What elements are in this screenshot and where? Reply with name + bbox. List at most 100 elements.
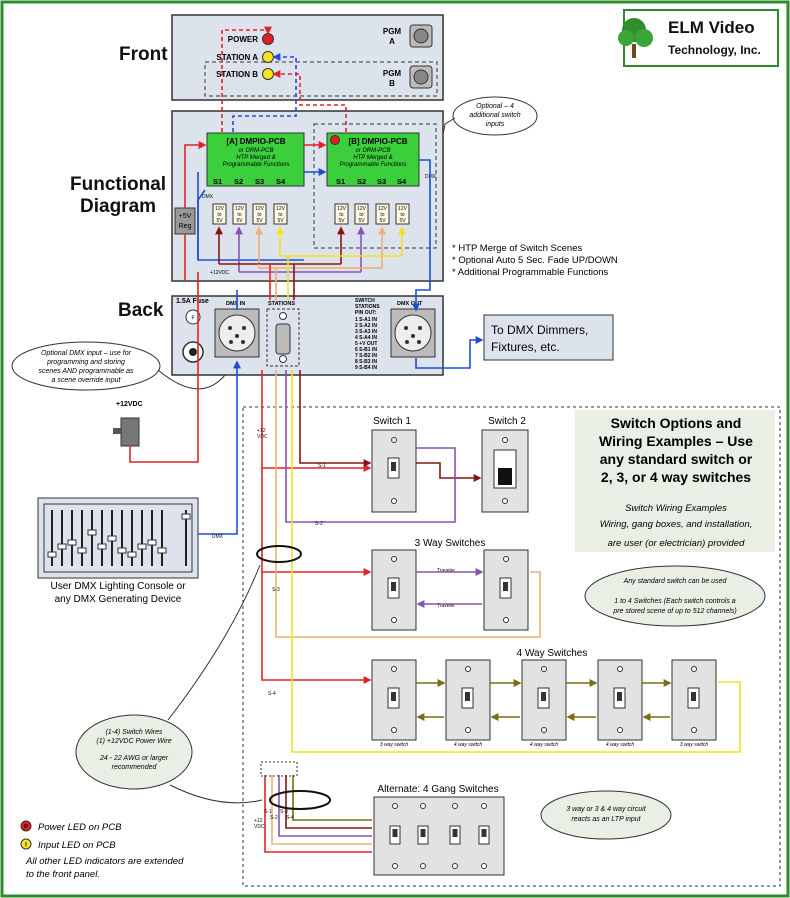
svg-text:any DMX Generating Device: any DMX Generating Device (55, 594, 182, 605)
svg-text:12V: 12V (337, 206, 347, 212)
svg-text:7 S-B2 IN: 7 S-B2 IN (355, 353, 377, 359)
svg-text:HTP Merged &: HTP Merged & (353, 155, 392, 161)
section-front: Front (119, 44, 168, 65)
svg-text:12V: 12V (255, 206, 265, 212)
svg-text:Wiring, gang boxes, and instal: Wiring, gang boxes, and installation, (600, 519, 753, 530)
svg-text:4 way switch: 4 way switch (530, 742, 559, 748)
svg-text:24 - 22 AWG or larger: 24 - 22 AWG or larger (99, 755, 169, 762)
svg-text:S-2: S-2 (270, 815, 278, 821)
ltp-callout: 3 way or 3 & 4 way circuit reacts as an … (540, 790, 672, 840)
svg-text:* Optional Auto 5 Sec. Fade UP: * Optional Auto 5 Sec. Fade UP/DOWN (452, 255, 618, 266)
svg-text:SWITCH: SWITCH (355, 298, 375, 304)
pcb-b-power-led-icon (330, 135, 340, 145)
pgm-a-letter: A (389, 37, 395, 46)
svg-text:Wiring Examples – Use: Wiring Examples – Use (599, 433, 753, 449)
fuse-icon (185, 309, 201, 325)
svg-text:To DMX Dimmers,: To DMX Dimmers, (491, 323, 588, 337)
switch-1-plate[interactable] (371, 429, 417, 513)
three-way-switch-a[interactable] (371, 549, 417, 631)
svg-text:+12: +12 (257, 428, 266, 434)
svg-text:recommended: recommended (112, 764, 158, 771)
four-gang-plate[interactable] (373, 796, 505, 876)
pcb-b: [B] DMPIO-PCB or DRM-PCB HTP Merged & Pr… (326, 132, 420, 187)
svg-text:S1: S1 (336, 177, 345, 186)
svg-text:12V: 12V (398, 206, 408, 212)
gang-label: Alternate: 4 Gang Switches (377, 784, 498, 795)
station-a-label: STATION A (216, 53, 258, 62)
svg-text:Fixtures, etc.: Fixtures, etc. (491, 340, 560, 354)
traveler-label-bottom: Traveler (437, 603, 455, 609)
svg-text:S3: S3 (377, 177, 386, 186)
svg-text:2 S-A2 IN: 2 S-A2 IN (355, 323, 377, 329)
plus12-small: +12VDC (210, 270, 229, 276)
svg-text:to: to (257, 212, 261, 218)
svg-text:HTP Merged &: HTP Merged & (236, 155, 275, 161)
pgm-b-label: PGM (383, 69, 402, 78)
svg-text:All other LED indicators are e: All other LED indicators are extended (25, 856, 184, 867)
svg-text:[B] DMPIO-PCB: [B] DMPIO-PCB (348, 137, 407, 146)
svg-text:Input LED on PCB: Input LED on PCB (38, 840, 116, 851)
svg-text:are user (or electrician) prov: are user (or electrician) provided (608, 538, 745, 549)
svg-text:Reg: Reg (179, 223, 192, 230)
svg-text:Programmable Functions: Programmable Functions (222, 162, 289, 168)
svg-text:to: to (400, 212, 404, 218)
svg-text:to: to (217, 212, 221, 218)
switch-2-label: Switch 2 (488, 416, 526, 427)
svg-text:VDC: VDC (254, 824, 265, 830)
three-way-switch-b[interactable] (483, 549, 529, 631)
any-switch-callout: Any standard switch can be used 1 to 4 S… (584, 565, 766, 627)
svg-text:12V: 12V (378, 206, 388, 212)
dmx-dimmers-box: To DMX Dimmers, Fixtures, etc. (483, 314, 614, 361)
svg-text:* HTP Merge of Switch Scenes: * HTP Merge of Switch Scenes (452, 243, 582, 254)
switch-1-label: Switch 1 (373, 416, 411, 427)
back-panel: 1.5A Fuse F DMX IN STATIONS SWITCH STATI… (171, 295, 444, 376)
svg-text:5V: 5V (399, 218, 406, 224)
svg-text:I: I (25, 843, 27, 849)
svg-text:(1) +12VDC Power Wire: (1) +12VDC Power Wire (96, 738, 171, 745)
dmx-small-a: DMX (202, 194, 214, 200)
svg-text:* Additional Programmable Func: * Additional Programmable Functions (452, 267, 609, 278)
svg-text:5V: 5V (216, 218, 223, 224)
svg-text:+5V: +5V (179, 213, 192, 220)
stations-label: STATIONS (268, 301, 295, 307)
svg-text:to: to (380, 212, 384, 218)
svg-text:S-1: S-1 (264, 809, 272, 815)
four-way-row[interactable] (371, 659, 717, 741)
svg-text:5V: 5V (277, 218, 284, 224)
svg-text:additional switch: additional switch (469, 112, 520, 119)
svg-text:3 way switch: 3 way switch (680, 742, 709, 748)
svg-text:to: to (359, 212, 363, 218)
svg-text:PIN OUT:: PIN OUT: (355, 310, 377, 316)
svg-text:(1-4) Switch Wires: (1-4) Switch Wires (105, 729, 163, 736)
company-logo: ELM Video Technology, Inc. (618, 9, 779, 67)
section-functional: Functional (70, 174, 166, 195)
station-b-led-icon (262, 68, 274, 80)
svg-text:scenes AND programmable as: scenes AND programmable as (38, 368, 134, 375)
wire-bundle-upper (256, 545, 302, 563)
svg-text:P: P (24, 825, 28, 831)
svg-text:inputs: inputs (486, 121, 505, 128)
pgm-a-label: PGM (383, 27, 402, 36)
front-panel: POWER STATION A STATION B PGM A PGM B (171, 14, 444, 101)
four-way-plate-labels: 3 way switch 4 way switch 4 way switch 4… (380, 742, 709, 748)
svg-text:S-3: S-3 (280, 809, 288, 815)
svg-text:to: to (339, 212, 343, 218)
three-way-label: 3 Way Switches (415, 538, 486, 549)
legend-power-led-icon (20, 820, 32, 832)
legend-input-led-icon (20, 838, 32, 850)
optional-inputs-callout: Optional – 4 additional switch inputs (439, 96, 538, 151)
four-way-label: 4 Way Switches (517, 648, 588, 659)
svg-text:4 way switch: 4 way switch (454, 742, 483, 748)
svg-text:9 S-B4 IN: 9 S-B4 IN (355, 365, 377, 371)
dmx-small-b: DMX (425, 174, 437, 180)
svg-text:3 S-A3 IN: 3 S-A3 IN (355, 329, 377, 335)
dmx-in-label: DMX IN (226, 301, 245, 307)
switch-2-plate[interactable] (481, 429, 529, 513)
svg-text:a scene override input: a scene override input (52, 377, 122, 384)
svg-text:or DRM-PCB: or DRM-PCB (355, 148, 390, 154)
feature-list: * HTP Merge of Switch Scenes * Optional … (452, 243, 618, 278)
